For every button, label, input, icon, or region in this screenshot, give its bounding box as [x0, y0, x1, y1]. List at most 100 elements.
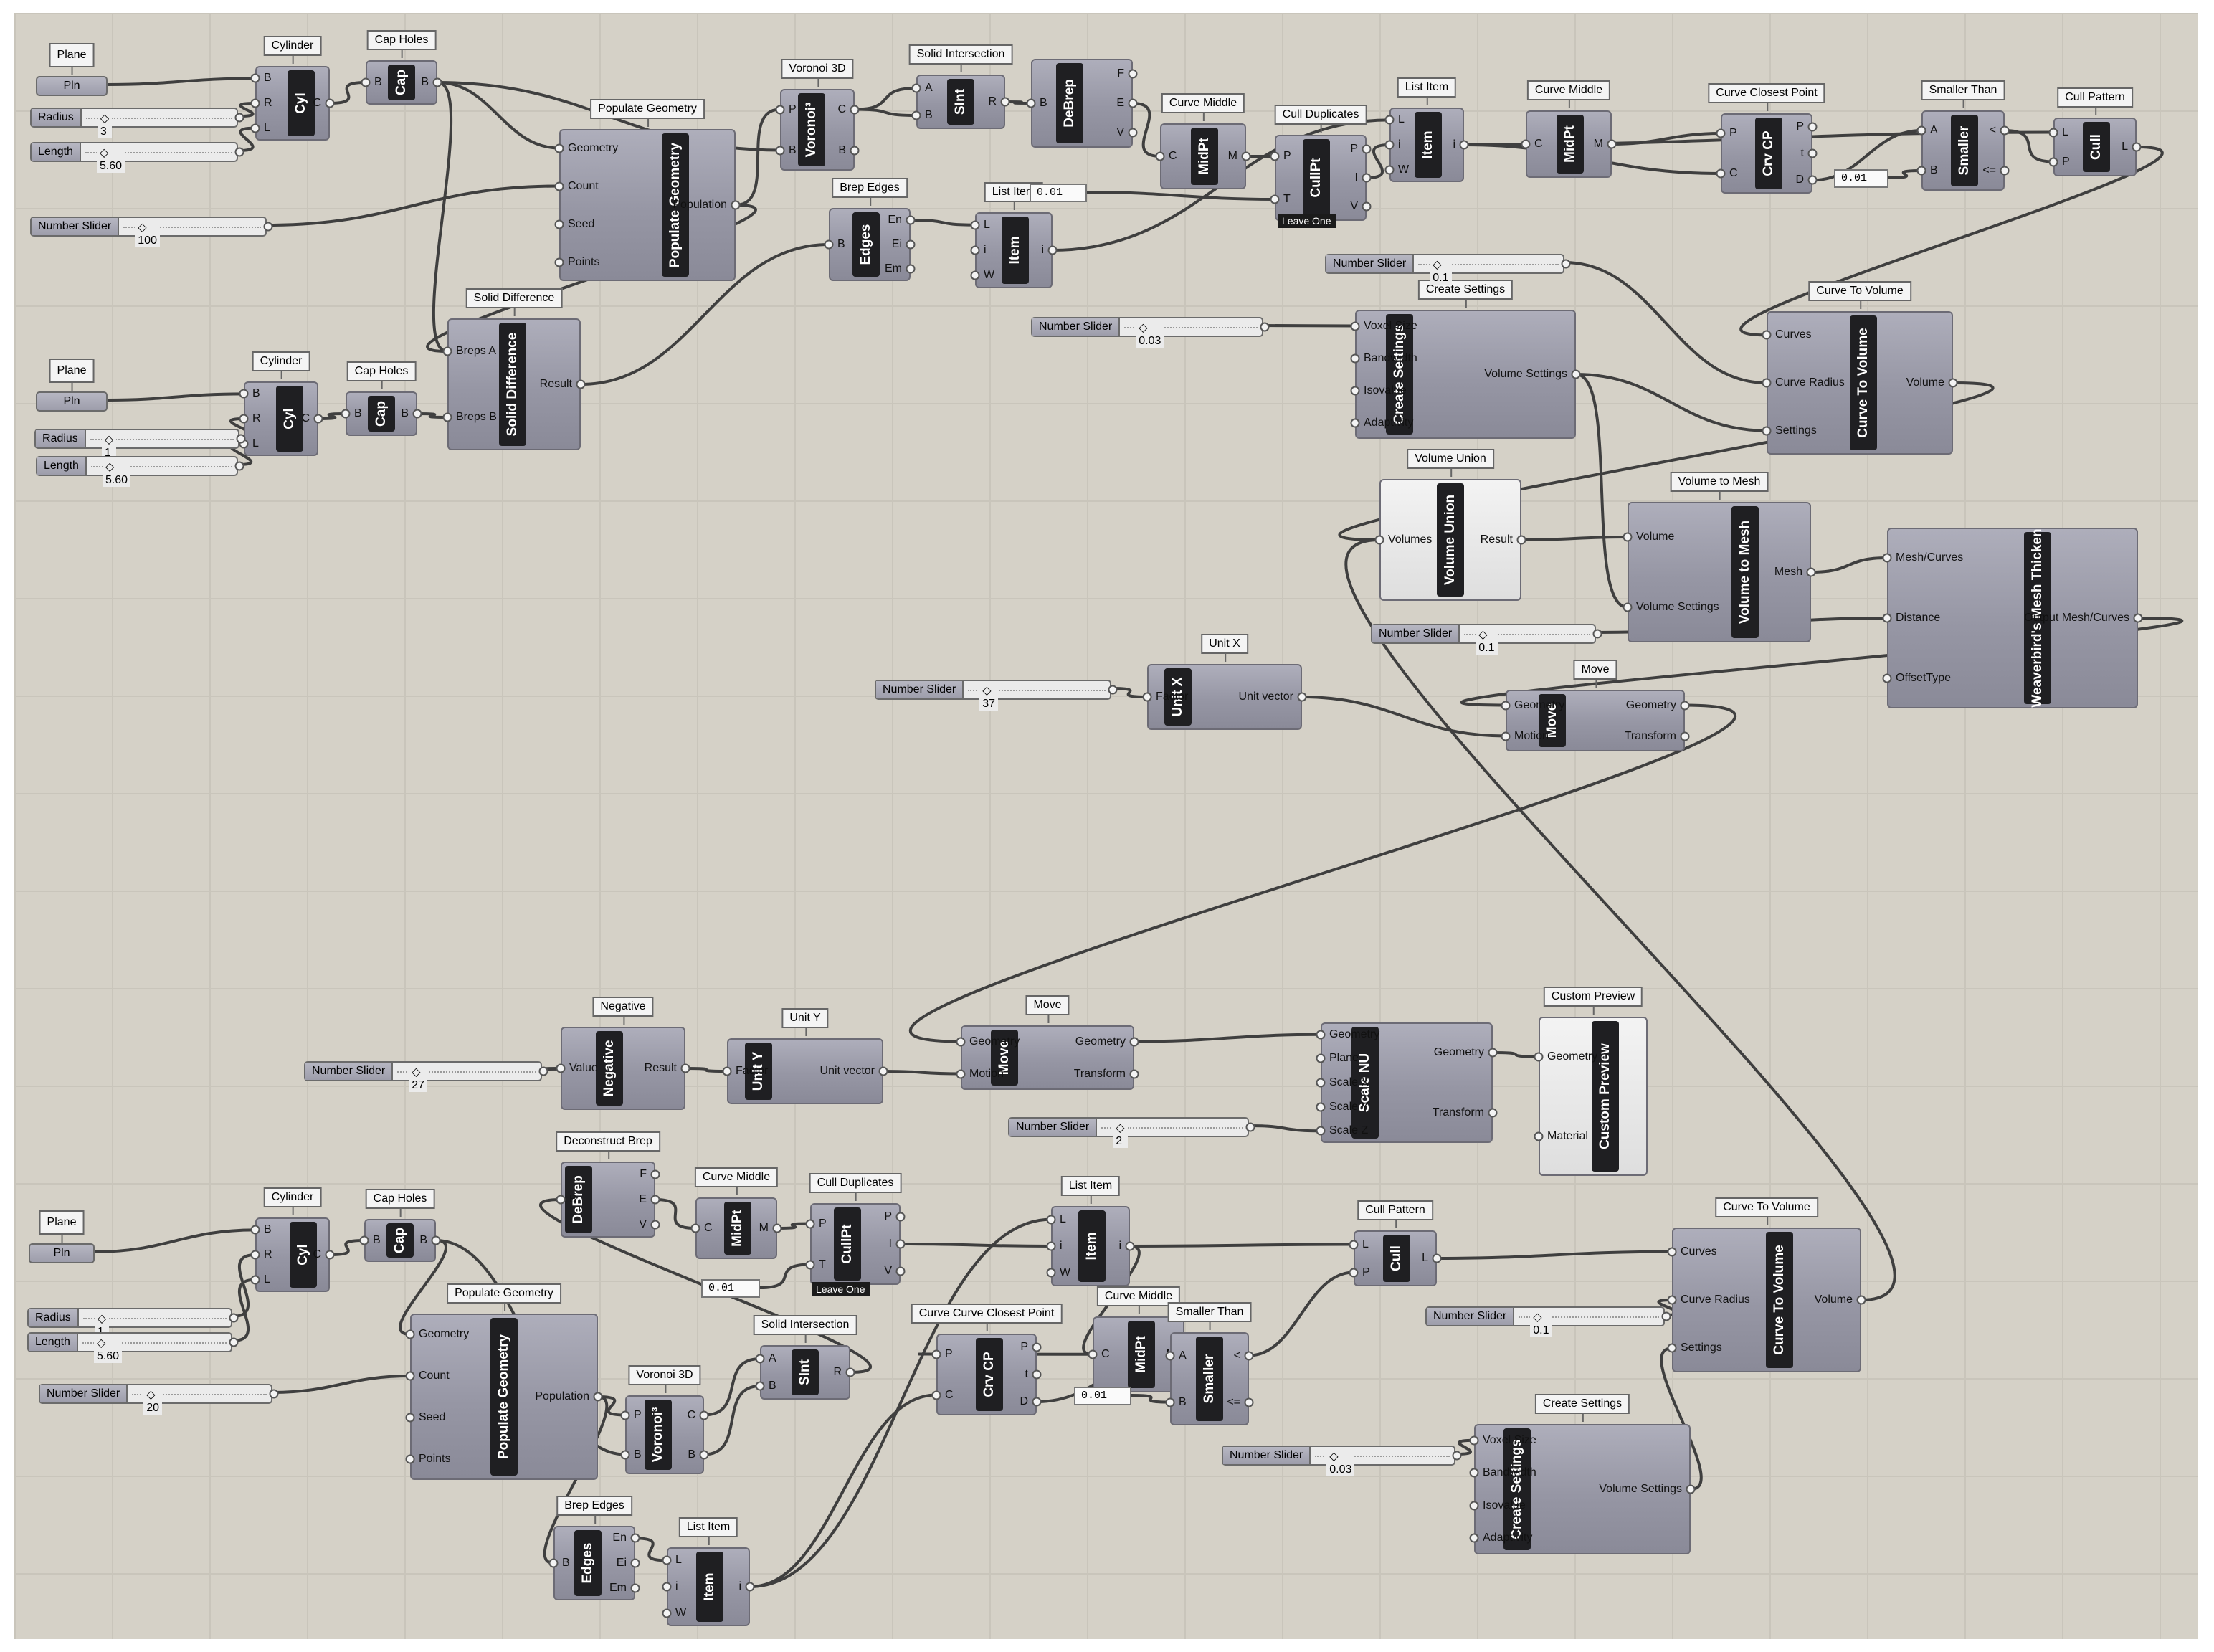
output-grip[interactable]: [431, 1235, 441, 1245]
slider-track[interactable]: ◇ 20: [128, 1385, 271, 1415]
number-slider[interactable]: Length◇ 5.60: [30, 142, 244, 173]
output-grip[interactable]: [1128, 98, 1138, 108]
input-grip[interactable]: [911, 83, 921, 93]
output-grip[interactable]: [745, 1582, 755, 1592]
input-grip[interactable]: [1165, 1351, 1175, 1360]
input-grip[interactable]: [1384, 140, 1395, 150]
output-grip[interactable]: [699, 1410, 709, 1420]
input-grip[interactable]: [1142, 692, 1152, 702]
output-grip[interactable]: [650, 1195, 660, 1205]
input-grip[interactable]: [1882, 673, 1892, 683]
input-grip[interactable]: [1046, 1241, 1056, 1251]
output-grip[interactable]: [593, 1392, 603, 1402]
input-grip[interactable]: [1469, 1533, 1479, 1543]
input-grip[interactable]: [556, 1063, 566, 1073]
input-grip[interactable]: [554, 257, 564, 267]
output-grip[interactable]: [630, 1533, 640, 1543]
slider-knob-icon[interactable]: ◇: [1116, 1122, 1125, 1134]
output-grip[interactable]: [269, 1389, 279, 1399]
output-grip[interactable]: [1561, 259, 1571, 269]
slider-track[interactable]: ◇ 0.03: [1120, 318, 1262, 348]
output-grip[interactable]: [906, 239, 916, 250]
output-grip[interactable]: [325, 98, 335, 108]
output-grip[interactable]: [325, 1250, 335, 1260]
output-grip[interactable]: [1129, 1037, 1139, 1046]
output-grip[interactable]: [1032, 1369, 1042, 1380]
output-grip[interactable]: [1807, 122, 1818, 132]
output-grip[interactable]: [2000, 125, 2010, 136]
output-grip[interactable]: [2133, 613, 2143, 623]
input-grip[interactable]: [1623, 532, 1633, 542]
input-grip[interactable]: [250, 1250, 260, 1260]
output-grip[interactable]: [906, 215, 916, 225]
output-grip[interactable]: [1488, 1048, 1498, 1058]
slider-knob-icon[interactable]: ◇: [105, 461, 115, 473]
input-grip[interactable]: [1762, 378, 1772, 388]
input-grip[interactable]: [970, 270, 980, 280]
slider-knob-icon[interactable]: ◇: [100, 113, 110, 125]
output-grip[interactable]: [1244, 1397, 1254, 1407]
input-grip[interactable]: [1316, 1102, 1326, 1112]
value-panel[interactable]: 0.01: [701, 1279, 760, 1298]
output-grip[interactable]: [650, 1169, 660, 1179]
input-grip[interactable]: [662, 1582, 672, 1592]
slider-knob-icon[interactable]: ◇: [146, 1389, 156, 1401]
output-grip[interactable]: [236, 434, 246, 444]
output-grip[interactable]: [895, 1239, 906, 1249]
output-grip[interactable]: [1948, 378, 1958, 388]
input-grip[interactable]: [1350, 418, 1360, 427]
input-grip[interactable]: [620, 1410, 630, 1420]
output-grip[interactable]: [1128, 69, 1138, 79]
input-grip[interactable]: [662, 1555, 672, 1565]
output-grip[interactable]: [1260, 322, 1270, 332]
number-slider[interactable]: Radius◇ 1: [27, 1308, 239, 1339]
input-grip[interactable]: [341, 409, 351, 419]
output-grip[interactable]: [1362, 201, 1372, 212]
value-panel[interactable]: 0.01: [1074, 1387, 1131, 1405]
input-grip[interactable]: [911, 110, 921, 120]
input-grip[interactable]: [662, 1608, 672, 1618]
number-slider[interactable]: Length◇ 5.60: [36, 456, 244, 487]
input-grip[interactable]: [361, 77, 371, 87]
input-grip[interactable]: [1316, 1053, 1326, 1063]
input-grip[interactable]: [1667, 1343, 1677, 1353]
number-slider[interactable]: Length◇ 5.60: [27, 1332, 239, 1363]
input-grip[interactable]: [1882, 613, 1892, 623]
slider-track[interactable]: ◇ 37: [964, 681, 1110, 711]
input-grip[interactable]: [956, 1037, 966, 1046]
input-grip[interactable]: [1762, 426, 1772, 436]
slider-track[interactable]: ◇ 27: [393, 1063, 541, 1092]
output-grip[interactable]: [234, 147, 244, 157]
input-grip[interactable]: [1046, 1215, 1056, 1225]
input-grip[interactable]: [1270, 194, 1280, 204]
output-grip[interactable]: [845, 1367, 855, 1377]
output-grip[interactable]: [234, 461, 244, 471]
output-grip[interactable]: [1680, 731, 1690, 741]
input-grip[interactable]: [1534, 1131, 1544, 1141]
output-grip[interactable]: [1047, 245, 1058, 255]
slider-track[interactable]: ◇ 5.60: [81, 143, 237, 173]
output-grip[interactable]: [1686, 1484, 1696, 1494]
output-grip[interactable]: [1032, 1342, 1042, 1352]
input-grip[interactable]: [405, 1371, 415, 1381]
slider-knob-icon[interactable]: ◇: [982, 685, 992, 697]
slider-knob-icon[interactable]: ◇: [1433, 259, 1442, 271]
output-grip[interactable]: [850, 105, 860, 114]
